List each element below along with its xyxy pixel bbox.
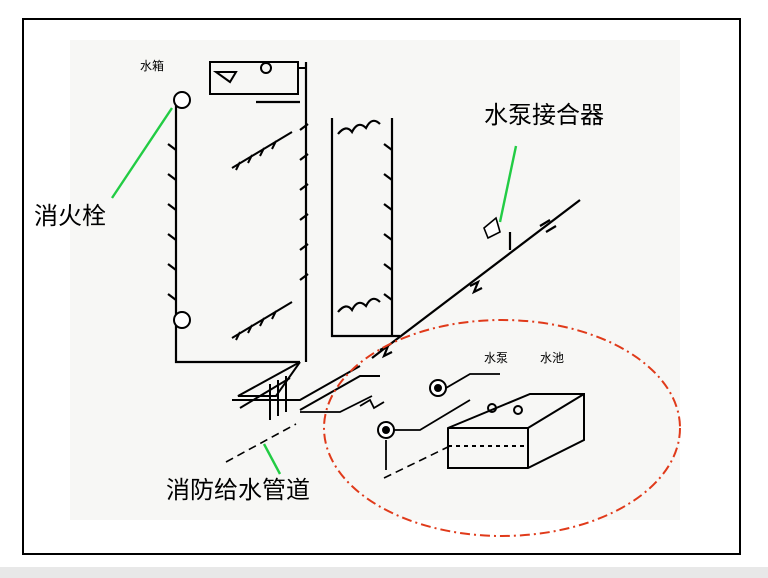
pipe-leader [262, 443, 282, 475]
valve-icon [469, 279, 483, 295]
water-tank [209, 61, 306, 95]
pump-pipes [300, 373, 500, 470]
pump-adapter-label: 水泵接合器 [484, 101, 604, 129]
bottom-band [0, 567, 768, 578]
water-tank-label: 水箱 [140, 59, 165, 73]
pump-label: 水泵 [484, 351, 509, 365]
leader-lines [111, 107, 518, 475]
pump-adapter-symbol [483, 216, 501, 240]
pool-label: 水池 [540, 351, 565, 365]
left-riser [167, 62, 309, 364]
base-pipes [232, 361, 380, 420]
hydrant-label: 消火栓 [34, 202, 106, 230]
adapter-leader [498, 145, 518, 223]
incoming-supply [225, 423, 451, 479]
water-tank-body [209, 61, 299, 95]
hydrant-leader [111, 107, 173, 199]
hydrant-icon [173, 91, 191, 329]
sprinkler-branches-left [231, 131, 293, 341]
check-valve-icon [539, 219, 557, 233]
main-supply-line [371, 199, 581, 359]
float-valve-icon [260, 62, 272, 74]
highlight-ellipse [323, 319, 681, 537]
supply-pipe-label: 消防给水管道 [166, 476, 310, 504]
water-pool [447, 393, 585, 469]
right-riser [330, 118, 400, 338]
